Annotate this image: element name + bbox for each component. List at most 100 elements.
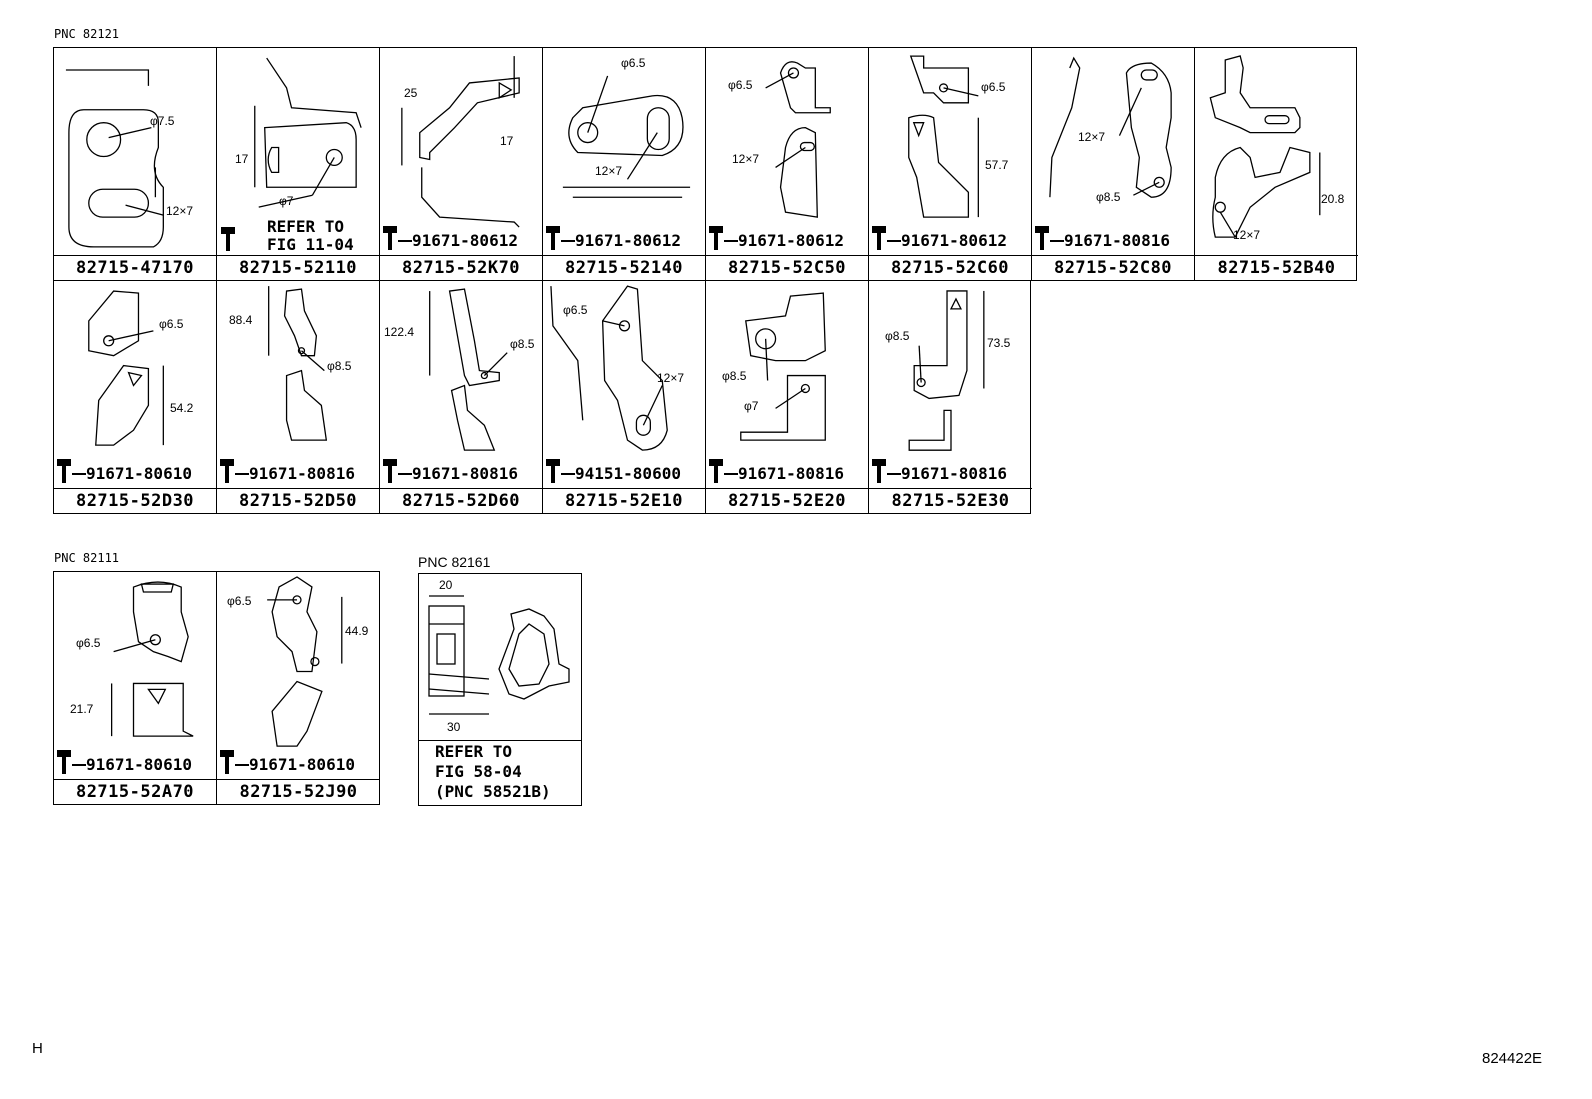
bolt-icon <box>709 226 723 250</box>
part-cell[interactable]: φ6.5 57.7 91671-80612 82715-52C60 <box>869 48 1032 280</box>
slot-size-label: 12×7 <box>1233 228 1261 242</box>
part-drawing: 17 φ7 REFER TO FIG 11-04 <box>217 48 379 256</box>
part-drawing: φ6.5 57.7 <box>869 48 1031 256</box>
part-cell[interactable]: 20.8 12×7 82715-52B40 <box>1195 48 1358 280</box>
slot-size-label: 12×7 <box>1078 130 1106 144</box>
bolt-part-number[interactable]: 91671-80816 <box>1064 231 1170 250</box>
part-drawing: 20 30 <box>419 574 581 741</box>
part-drawing: 25 17 <box>380 48 542 256</box>
bolt-part-number[interactable]: 91671-80612 <box>738 231 844 250</box>
bolt-part-number[interactable]: 91671-80610 <box>86 755 192 774</box>
bolt: 91671-80610 <box>57 459 192 483</box>
bolt-part-number[interactable]: 91671-80610 <box>86 464 192 483</box>
bolt-part-number[interactable]: 91671-80612 <box>412 231 518 250</box>
diameter-label: φ8.5 <box>722 369 747 383</box>
part-drawing: 88.4 φ8.5 <box>217 281 379 489</box>
part-number[interactable]: 82715-52D50 <box>238 491 358 511</box>
bolt: 91671-80816 <box>220 459 355 483</box>
part-cell[interactable]: φ6.5 44.9 91671-80610 82715-52J90 <box>217 572 380 804</box>
bolt-part-number[interactable]: 91671-80816 <box>412 464 518 483</box>
bolt: 91671-80816 <box>1035 226 1170 250</box>
part-cell[interactable]: 25 17 91671-80612 82715-52K70 <box>380 48 543 280</box>
part-drawing: φ8.5 φ7 <box>706 281 868 489</box>
dimension-label: 17 <box>500 134 514 148</box>
part-drawing: φ6.5 44.9 <box>217 572 380 780</box>
parts-row-2: φ6.5 54.2 91671-80610 82715-52D30 88.4 φ… <box>53 280 1032 514</box>
diameter-label: φ8.5 <box>327 359 352 373</box>
part-number[interactable]: 82715-52E20 <box>727 491 847 511</box>
height-label: 54.2 <box>170 401 194 415</box>
part-number[interactable]: 82715-52A70 <box>75 782 195 802</box>
part-drawing: 12×7 φ8.5 <box>1032 48 1194 256</box>
part-cell[interactable]: φ8.5 73.5 91671-80816 82715-52E30 <box>869 281 1032 513</box>
part-number[interactable]: 82715-52C60 <box>890 258 1010 278</box>
parts-row-82111: φ6.5 21.7 91671-80610 82715-52A70 φ6.5 4… <box>53 571 380 805</box>
part-cell[interactable]: φ7.5 12×7 82715-47170 <box>54 48 217 280</box>
parts-row-1: φ7.5 12×7 82715-47170 17 φ7 REFER TO FIG… <box>53 47 1358 281</box>
bolt-icon <box>872 226 886 250</box>
diameter-label: φ6.5 <box>981 80 1006 94</box>
part-cell[interactable]: φ6.5 12×7 94151-80600 82715-52E10 <box>543 281 706 513</box>
part-drawing: 20.8 12×7 <box>1195 48 1358 256</box>
part-number[interactable]: 82715-52B40 <box>1217 258 1336 278</box>
part-drawing: φ6.5 54.2 <box>54 281 216 489</box>
part-drawing: φ6.5 21.7 <box>54 572 216 780</box>
bolt-part-number[interactable]: 91671-80610 <box>249 755 355 774</box>
pnc-label-82161: PNC 82161 <box>418 554 491 570</box>
part-drawing: φ7.5 12×7 <box>54 48 216 256</box>
part-number[interactable]: 82715-47170 <box>75 258 195 278</box>
bolt-icon <box>57 459 71 483</box>
diameter-label: φ7 <box>744 399 759 413</box>
part-cell[interactable]: φ8.5 φ7 91671-80816 82715-52E20 <box>706 281 869 513</box>
bolt: 91671-80612 <box>546 226 681 250</box>
diameter-label: φ6.5 <box>227 594 252 608</box>
part-cell[interactable]: φ6.5 12×7 91671-80612 82715-52C50 <box>706 48 869 280</box>
bolt-icon <box>383 226 397 250</box>
part-cell[interactable]: φ6.5 54.2 91671-80610 82715-52D30 <box>54 281 217 513</box>
bolt-icon <box>220 750 234 774</box>
bolt-icon <box>546 226 560 250</box>
bolt-icon <box>1035 226 1049 250</box>
corner-mark-left: H <box>32 1040 43 1057</box>
bolt-icon <box>546 459 560 483</box>
bolt-part-number[interactable]: 91671-80612 <box>901 231 1007 250</box>
diameter-label: φ6.5 <box>563 303 588 317</box>
part-cell[interactable]: φ6.5 12×7 91671-80612 82715-52140 <box>543 48 706 280</box>
part-number[interactable]: 82715-52E30 <box>891 491 1010 511</box>
part-number[interactable]: 82715-52J90 <box>239 782 358 802</box>
part-number[interactable]: 82715-52E10 <box>564 491 684 511</box>
bolt-part-number[interactable]: 94151-80600 <box>575 464 681 483</box>
diameter-label: φ6.5 <box>76 636 101 650</box>
bolt-part-number[interactable]: 91671-80816 <box>249 464 355 483</box>
part-number[interactable]: 82715-52C50 <box>727 258 847 278</box>
part-number[interactable]: 82715-52140 <box>564 258 684 278</box>
bolt-icon <box>57 750 71 774</box>
part-cell[interactable]: 12×7 φ8.5 91671-80816 82715-52C80 <box>1032 48 1195 280</box>
height-label: 122.4 <box>384 325 415 339</box>
bolt-part-number[interactable]: 91671-80816 <box>738 464 844 483</box>
diameter-label: φ7 <box>279 194 294 208</box>
height-label: 21.7 <box>70 702 94 716</box>
diameter-label: φ8.5 <box>885 329 910 343</box>
part-box-82161[interactable]: 20 30 REFER TO FIG 58-04 (PNC 58521B) <box>418 573 582 806</box>
part-number[interactable]: 82715-52D60 <box>401 491 521 511</box>
height-label: 44.9 <box>345 624 369 638</box>
bolt-part-number[interactable]: 91671-80816 <box>901 464 1007 483</box>
diameter-label: φ8.5 <box>1096 190 1121 204</box>
pnc-label-82121: PNC 82121 <box>54 27 120 41</box>
slot-size-label: 12×7 <box>657 371 685 385</box>
bolt: 91671-80610 <box>220 750 355 774</box>
part-cell[interactable]: 122.4 φ8.5 91671-80816 82715-52D60 <box>380 281 543 513</box>
part-cell[interactable]: φ6.5 21.7 91671-80610 82715-52A70 <box>54 572 217 804</box>
part-number[interactable]: 82715-52C80 <box>1053 258 1173 278</box>
part-number[interactable]: 82715-52D30 <box>75 491 195 511</box>
part-drawing: φ6.5 12×7 <box>543 281 705 489</box>
height-label: 73.5 <box>987 336 1011 350</box>
bolt: 91671-80612 <box>383 226 518 250</box>
part-number[interactable]: 82715-52110 <box>238 258 358 278</box>
bolt-part-number[interactable]: 91671-80612 <box>575 231 681 250</box>
part-cell[interactable]: 88.4 φ8.5 91671-80816 82715-52D50 <box>217 281 380 513</box>
part-number[interactable]: 82715-52K70 <box>401 258 521 278</box>
part-cell[interactable]: 17 φ7 REFER TO FIG 11-04 82715-52110 <box>217 48 380 280</box>
bolt: 91671-80816 <box>872 459 1007 483</box>
